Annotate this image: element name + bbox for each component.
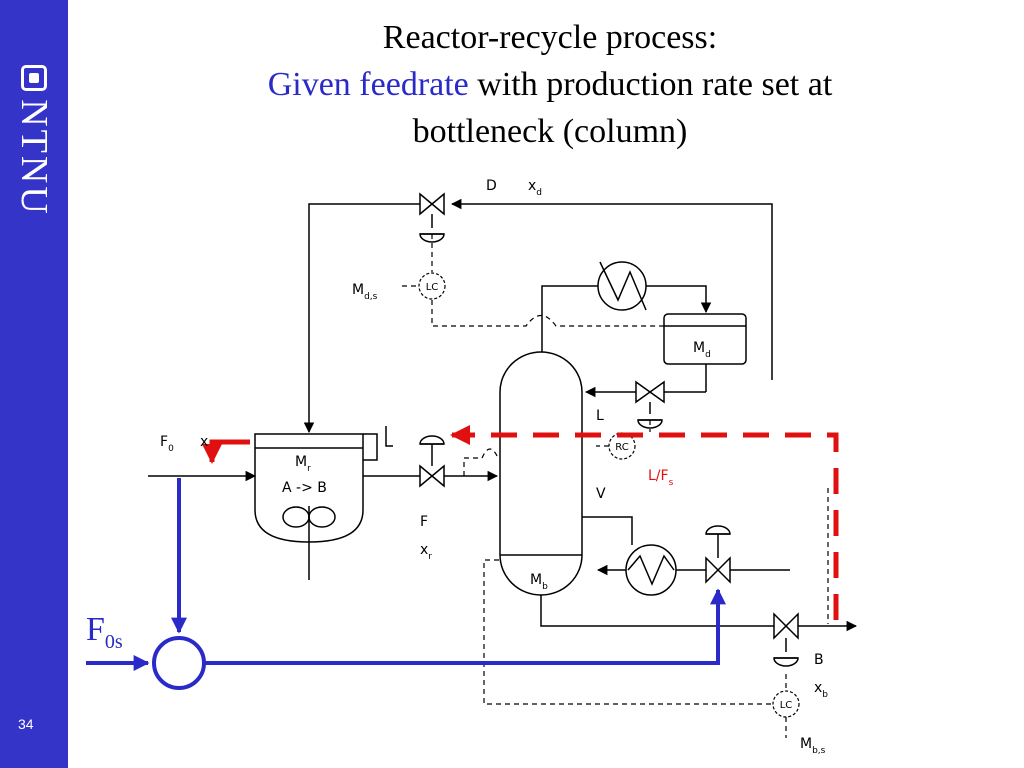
title-line-1: Reactor-recycle process: xyxy=(382,19,718,56)
steam-valve xyxy=(705,525,790,584)
label-x0: x xyxy=(200,434,208,450)
distillation-column xyxy=(499,351,583,596)
label-L: L xyxy=(596,408,604,424)
title-line-2-rest: with production rate set at xyxy=(468,66,833,103)
label-Mr: Mr xyxy=(295,454,311,474)
reflux-valve xyxy=(635,380,665,429)
flow-controller-circle xyxy=(152,636,206,690)
title-highlight: Given feedrate xyxy=(267,66,469,103)
label-Mb: Mb xyxy=(530,572,548,592)
label-F0: F0 xyxy=(160,434,174,454)
label-F: F xyxy=(420,514,428,530)
ntnu-logo-icon xyxy=(21,65,47,91)
sidebar: NTNU 34 xyxy=(0,0,68,768)
level-controller-bottom: LC xyxy=(780,700,793,711)
title-line-2: Given feedrate with production rate set … xyxy=(180,61,920,108)
title-line-3: bottleneck (column) xyxy=(412,113,688,150)
label-Md: Md xyxy=(693,340,711,360)
label-F0s: F0s xyxy=(86,611,123,653)
label-reaction: A -> B xyxy=(282,480,327,496)
agitator-icon xyxy=(282,506,336,580)
label-xd: xd xyxy=(528,178,542,198)
label-xr: xr xyxy=(420,542,432,562)
new-control-path xyxy=(450,425,839,620)
feed-control-signal xyxy=(202,439,250,464)
ratio-controller: RC xyxy=(615,442,628,453)
label-D: D xyxy=(486,178,497,194)
bottoms-valve xyxy=(773,612,799,667)
page-number: 34 xyxy=(18,716,34,732)
label-xb: xb xyxy=(814,680,828,700)
slide-title: Reactor-recycle process: Given feedrate … xyxy=(180,14,920,155)
reboiler-icon xyxy=(625,544,677,596)
label-B: B xyxy=(814,652,824,668)
condenser-icon xyxy=(597,261,647,311)
reactor-outlet-valve xyxy=(419,435,445,488)
label-V: V xyxy=(596,486,606,502)
level-controller-top: LC xyxy=(426,282,439,293)
label-LFs: L/Fs xyxy=(648,468,674,488)
label-Mbs: Mb,s xyxy=(800,736,826,756)
distillate-recycle-line xyxy=(450,198,773,380)
label-Mds: Md,s xyxy=(352,282,378,302)
